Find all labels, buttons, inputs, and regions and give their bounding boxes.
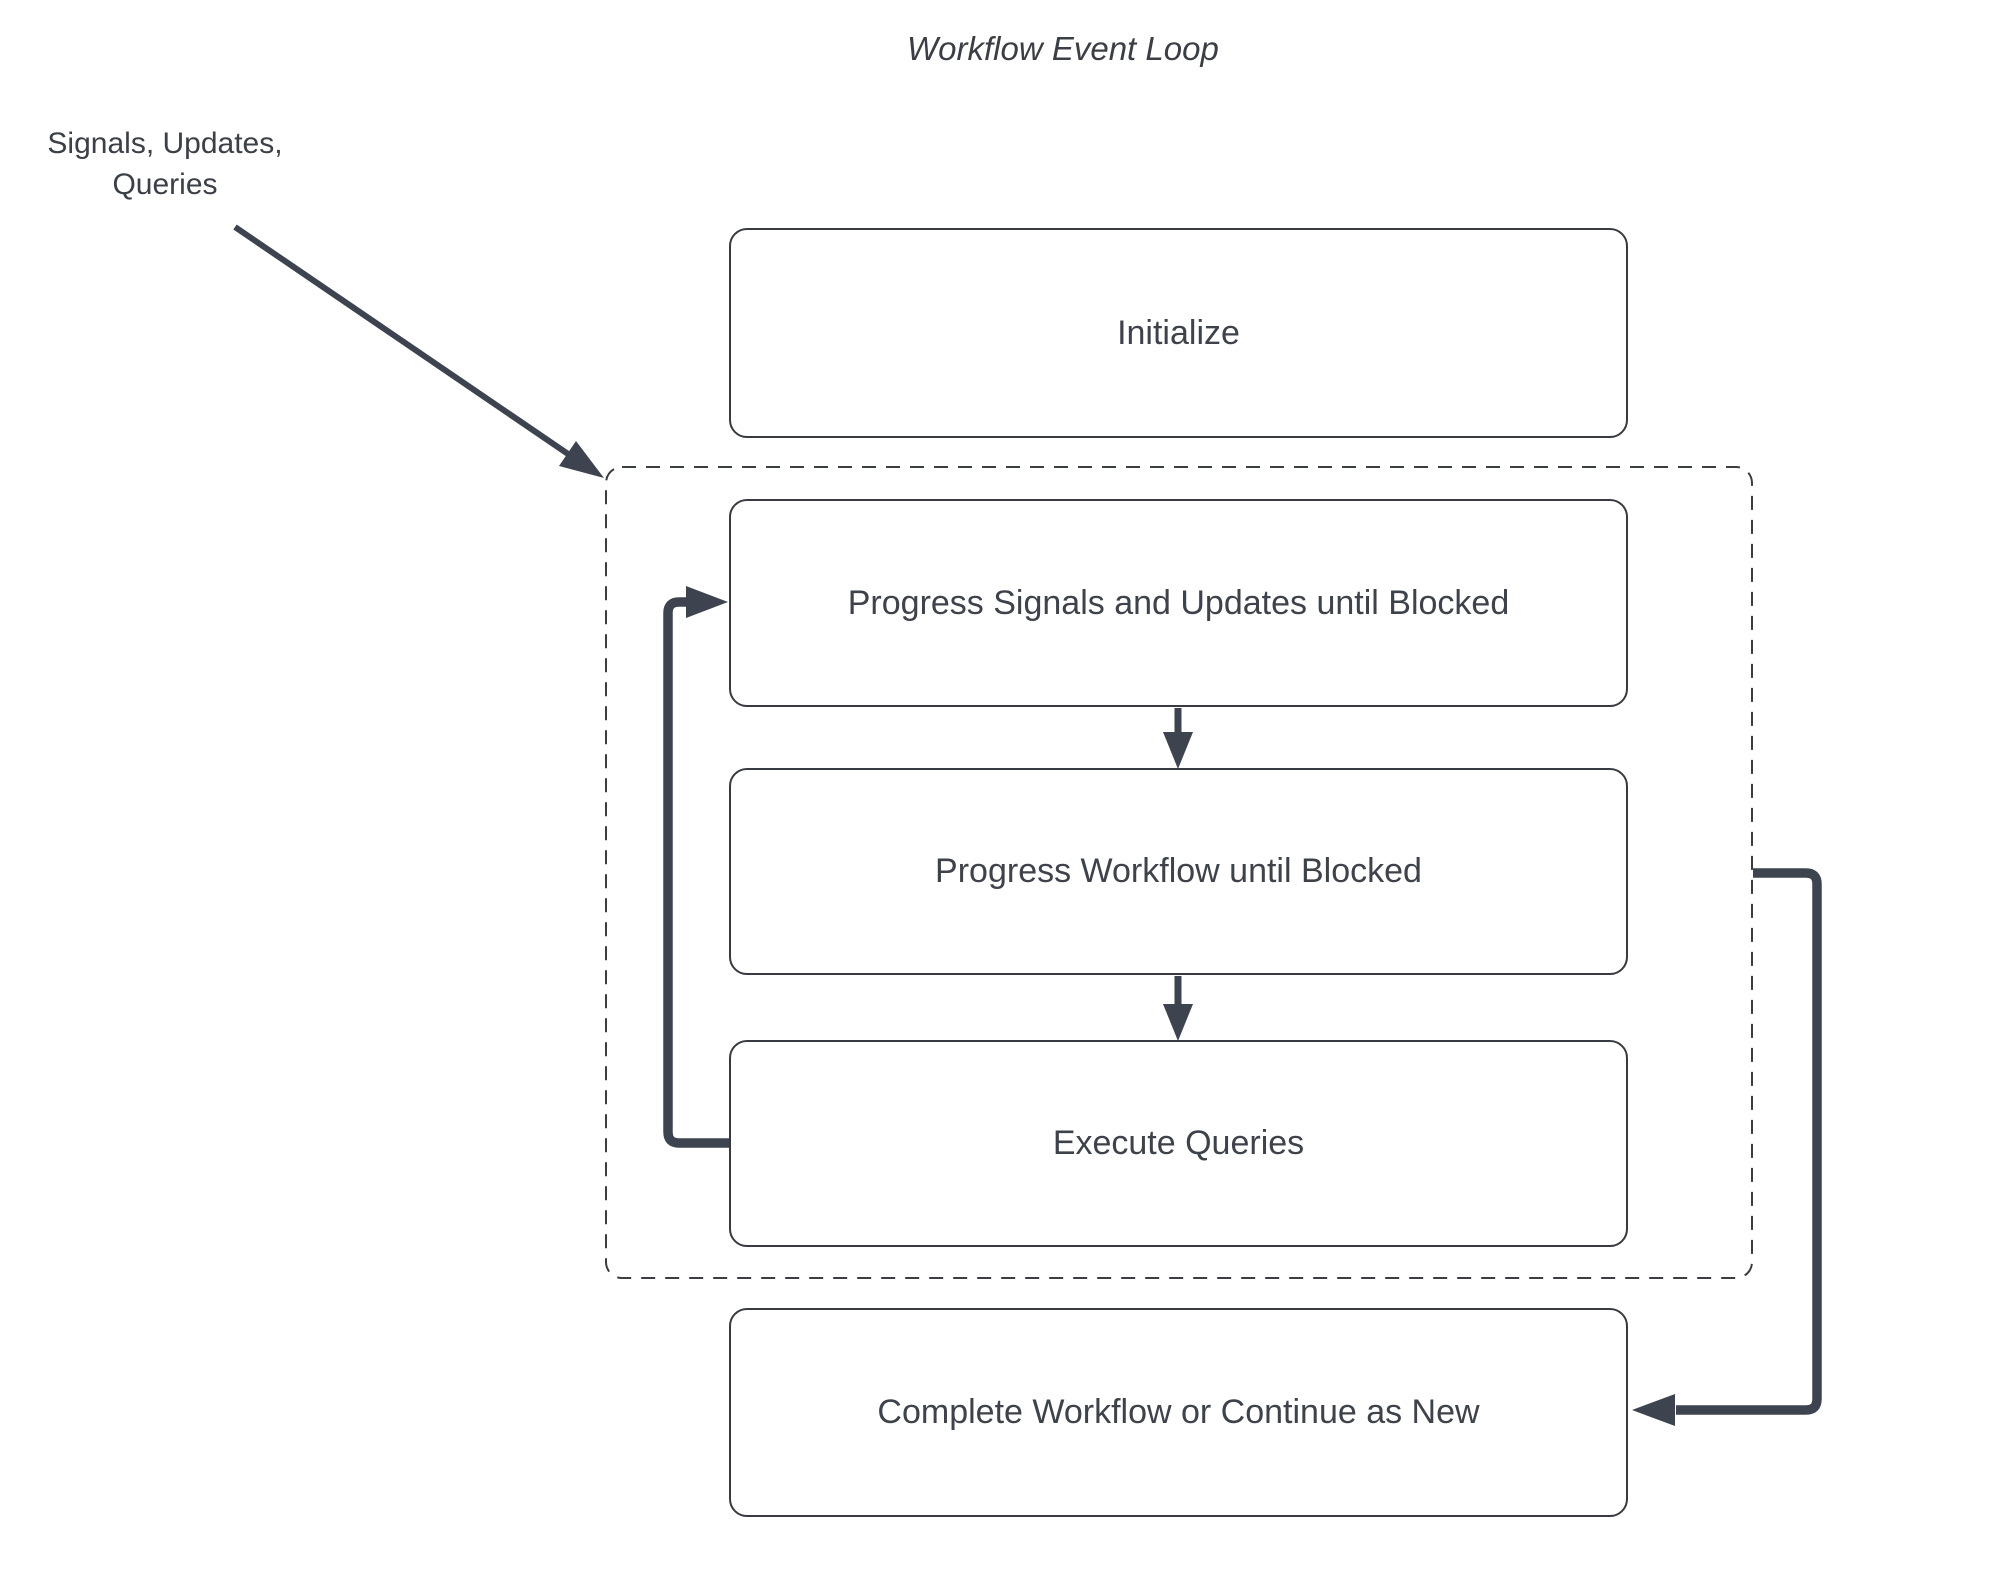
diagram-title: Workflow Event Loop — [907, 30, 1219, 67]
node-complete-label: Complete Workflow or Continue as New — [877, 1393, 1480, 1431]
node-initialize: Initialize — [729, 228, 1628, 438]
external-inputs-line1: Signals, Updates, — [47, 127, 283, 160]
edge-progress-workflow-to-execute-queries-arrow — [1163, 976, 1193, 1041]
node-complete: Complete Workflow or Continue as New — [729, 1308, 1628, 1517]
node-execute-queries: Execute Queries — [729, 1040, 1628, 1247]
node-progress-signals: Progress Signals and Updates until Block… — [729, 499, 1628, 707]
external-inputs-line2: Queries — [112, 168, 218, 201]
edge-event-loop-to-complete-arrow — [1632, 868, 1822, 1426]
node-progress-workflow-label: Progress Workflow until Blocked — [935, 852, 1422, 890]
node-execute-queries-label: Execute Queries — [1052, 1124, 1305, 1162]
edge-signals-to-event-loop-arrow — [233, 224, 604, 478]
edge-execute-queries-to-progress-signals-arrow — [663, 586, 729, 1148]
node-progress-signals-label: Progress Signals and Updates until Block… — [847, 583, 1510, 622]
event-loop-group-border — [605, 466, 1753, 1279]
node-initialize-label: Initialize — [1117, 313, 1240, 352]
external-inputs-label: Signals, Updates, Queries — [20, 123, 310, 205]
edge-progress-signals-to-progress-workflow-arrow — [1163, 708, 1193, 769]
node-progress-workflow: Progress Workflow until Blocked — [729, 768, 1628, 975]
